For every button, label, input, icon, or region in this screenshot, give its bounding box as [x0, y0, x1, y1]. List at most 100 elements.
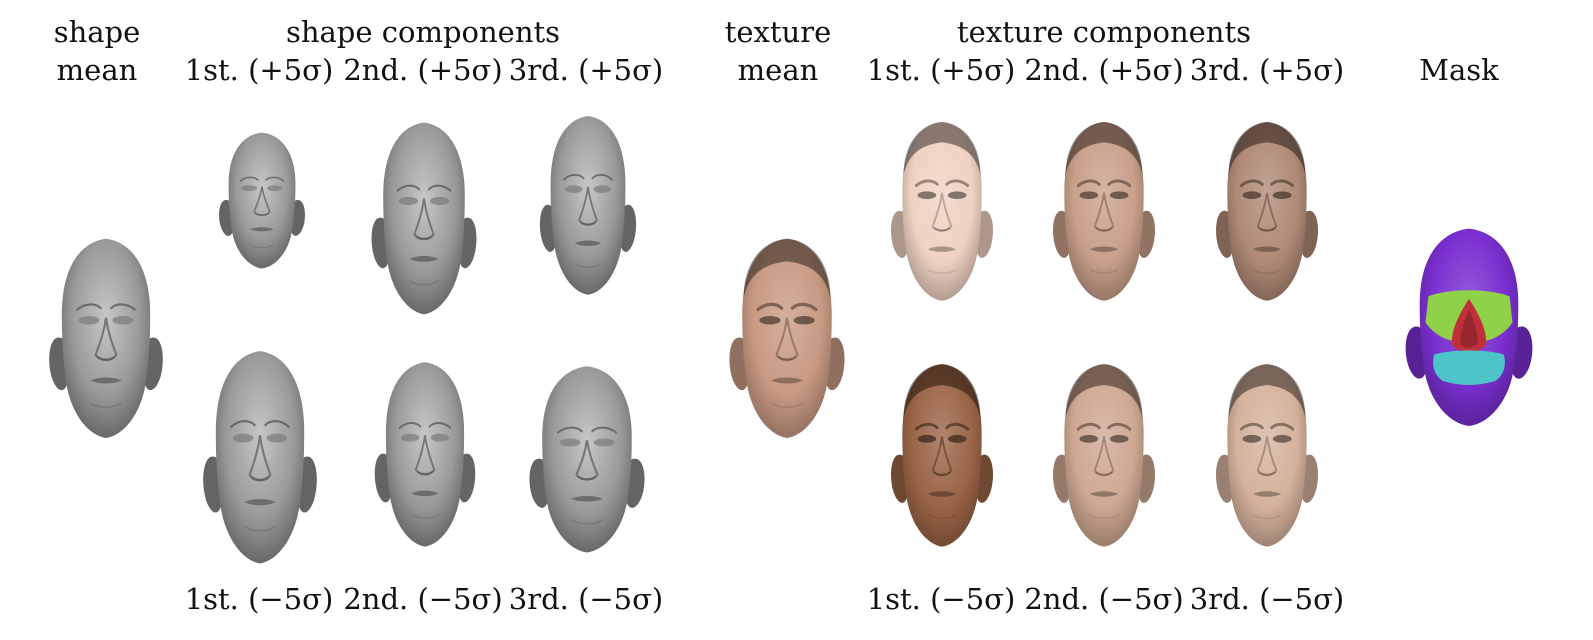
shape-plus-label-1: 1st. (+5σ) — [184, 53, 334, 87]
mouth — [1253, 246, 1281, 252]
left-brow — [1239, 179, 1264, 188]
right-ear — [460, 217, 477, 269]
shape-minus-label-3: 3rd. (−5σ) — [508, 582, 664, 616]
head — [1227, 364, 1307, 547]
hairline — [1228, 122, 1306, 176]
head — [61, 238, 151, 438]
left-eye — [917, 191, 937, 200]
left-eye — [1242, 434, 1262, 443]
mask-mouth-region — [1433, 350, 1505, 385]
texture-minus-label-2: 2nd. (−5σ) — [1024, 582, 1184, 616]
texture-mean-title-line2: mean — [737, 53, 819, 87]
mouth — [571, 495, 603, 502]
left-brow — [396, 184, 421, 192]
hairline — [903, 122, 981, 176]
right-brow — [1107, 422, 1132, 431]
left-eye — [1079, 191, 1099, 200]
right-ear — [626, 458, 645, 508]
right-eye — [1272, 434, 1292, 443]
mask-face — [1382, 222, 1556, 434]
head — [1064, 122, 1144, 301]
right-brow — [428, 421, 452, 429]
chin-shadow — [243, 525, 277, 532]
mouth — [409, 256, 439, 262]
left-ear — [1405, 326, 1426, 379]
right-brow — [264, 419, 290, 428]
chin-shadow — [1252, 514, 1282, 520]
mouth — [928, 246, 956, 252]
chin-shadow — [409, 280, 439, 286]
chin-shadow — [410, 513, 440, 519]
mouth — [411, 490, 439, 497]
left-eye — [559, 438, 581, 447]
shape-mean-title-line2: mean — [56, 53, 138, 87]
texture-plus-label-1: 1st. (+5σ) — [866, 53, 1016, 87]
chin-shadow — [1089, 514, 1119, 520]
nostrils — [414, 234, 434, 240]
left-eye — [241, 185, 258, 192]
shape-minus-3-face — [508, 360, 666, 560]
shape-mean-title-line1: shape — [53, 15, 141, 49]
right-brow — [1270, 179, 1295, 188]
head — [215, 351, 305, 564]
left-brow — [1076, 422, 1101, 431]
nostrils — [933, 226, 951, 232]
left-eye — [78, 315, 100, 325]
right-ear — [621, 204, 637, 252]
texture-plus-3-face — [1197, 116, 1337, 308]
nostrils — [254, 212, 270, 216]
left-ear — [1053, 210, 1069, 258]
left-eye — [564, 185, 583, 194]
shape-plus-3-face-svg — [539, 116, 637, 295]
left-ear — [203, 456, 221, 513]
right-brow — [265, 176, 285, 182]
right-eye — [793, 315, 815, 325]
chin-shadow — [770, 402, 804, 409]
left-ear — [1216, 210, 1232, 258]
right-ear — [145, 337, 163, 391]
left-brow — [756, 302, 784, 312]
chin-shadow — [1252, 268, 1282, 274]
right-brow — [110, 303, 136, 311]
shape-minus-2-face — [356, 356, 494, 554]
head — [385, 362, 465, 547]
shape-mean-face — [28, 232, 184, 446]
texture-minus-label-3: 3rd. (−5σ) — [1189, 582, 1345, 616]
left-brow — [914, 422, 939, 431]
texture-minus-3-face-svg — [1216, 364, 1318, 547]
head — [550, 116, 626, 295]
right-eye — [1272, 191, 1292, 200]
head — [1064, 364, 1144, 547]
mouth — [1253, 491, 1281, 497]
right-eye — [593, 438, 615, 447]
texture-mean-face-svg — [729, 238, 845, 438]
texture-minus-1-face-svg — [891, 364, 993, 547]
left-brow — [1076, 179, 1101, 188]
texture-minus-2-face-svg — [1053, 364, 1155, 547]
hairline — [743, 238, 831, 299]
texture-plus-3-face-svg — [1216, 122, 1318, 301]
left-brow — [230, 419, 256, 428]
shape-plus-label-3: 3rd. (+5σ) — [508, 53, 664, 87]
right-ear — [977, 210, 993, 258]
left-ear — [529, 458, 548, 508]
right-ear — [299, 456, 317, 513]
head — [902, 364, 982, 547]
right-eye — [1109, 191, 1129, 200]
right-brow — [945, 179, 970, 188]
shape-components-title: shape components — [285, 15, 561, 49]
right-brow — [427, 184, 452, 192]
chin-shadow — [927, 514, 957, 520]
texture-plus-1-face — [872, 116, 1012, 308]
mouth — [928, 491, 956, 497]
right-ear — [1512, 326, 1533, 379]
mouth — [1090, 491, 1118, 497]
nostrils — [577, 475, 597, 481]
right-eye — [266, 185, 283, 192]
shape-minus-label-2: 2nd. (−5σ) — [343, 582, 503, 616]
left-ear — [729, 337, 748, 391]
left-ear — [49, 337, 67, 391]
texture-minus-2-face — [1034, 358, 1174, 554]
head — [902, 122, 982, 301]
texture-plus-label-2: 2nd. (+5σ) — [1024, 53, 1184, 87]
